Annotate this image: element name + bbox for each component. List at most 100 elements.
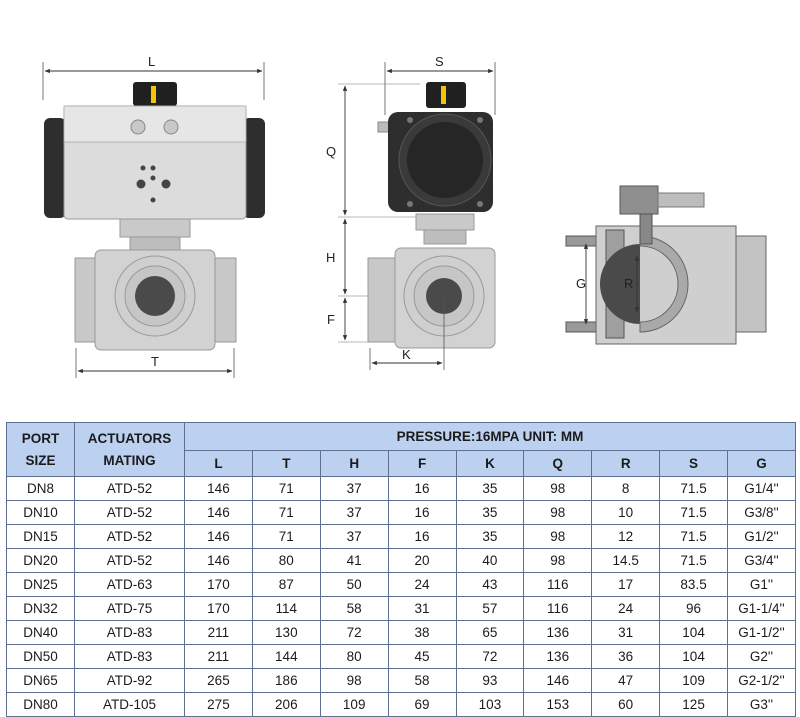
table-cell: 98 (523, 476, 593, 501)
spec-table: PORT SIZE ACTUATORS MATING PRESSURE:16MP… (6, 422, 796, 717)
table-cell: 104 (659, 644, 728, 669)
table-cell: G1-1/4'' (727, 596, 796, 621)
actuator-cell: ATD-52 (74, 500, 185, 525)
table-cell: 146 (184, 548, 253, 573)
actuator-cell: ATD-105 (74, 692, 185, 717)
port-size-cell: DN32 (6, 596, 75, 621)
table-cell: 103 (455, 692, 525, 717)
table-cell: 93 (455, 668, 525, 693)
table-cell: 80 (251, 548, 321, 573)
table-cell: G1'' (727, 572, 796, 597)
table-cell: 69 (387, 692, 457, 717)
table-cell: 116 (523, 596, 593, 621)
table-cell: 80 (319, 644, 389, 669)
table-cell: 17 (591, 572, 661, 597)
port-size-cell: DN8 (6, 476, 75, 501)
table-cell: 37 (319, 476, 389, 501)
column-header-r: R (591, 450, 661, 477)
table-cell: 146 (184, 524, 253, 549)
table-cell: 71.5 (659, 476, 728, 501)
table-cell: 109 (319, 692, 389, 717)
table-cell: 114 (251, 596, 321, 621)
table-cell: 116 (523, 572, 593, 597)
table-cell: 98 (523, 524, 593, 549)
actuator-cell: ATD-52 (74, 548, 185, 573)
table-cell: 41 (319, 548, 389, 573)
table-cell: 65 (455, 620, 525, 645)
table-cell: 37 (319, 500, 389, 525)
table-cell: 57 (455, 596, 525, 621)
column-header-q: Q (523, 450, 593, 477)
table-cell: 211 (184, 644, 253, 669)
table-cell: G1/2'' (727, 524, 796, 549)
actuator-cell: ATD-83 (74, 620, 185, 645)
table-cell: 12 (591, 524, 661, 549)
port-size-cell: DN80 (6, 692, 75, 717)
table-cell: G2'' (727, 644, 796, 669)
actuator-cell: ATD-75 (74, 596, 185, 621)
dim-label-g: G (576, 276, 586, 291)
table-cell: G2-1/2'' (727, 668, 796, 693)
actuator-cell: ATD-52 (74, 476, 185, 501)
table-cell: G1/4'' (727, 476, 796, 501)
table-cell: 20 (387, 548, 457, 573)
actuator-cell: ATD-92 (74, 668, 185, 693)
table-cell: 71.5 (659, 524, 728, 549)
table-cell: 47 (591, 668, 661, 693)
table-cell: 8 (591, 476, 661, 501)
table-cell: 136 (523, 620, 593, 645)
actuators-header: ACTUATORS MATING (74, 422, 185, 477)
front-view: L T (42, 54, 265, 378)
dim-label-f: F (327, 312, 335, 327)
table-cell: 146 (184, 500, 253, 525)
table-cell: 71.5 (659, 548, 728, 573)
dim-label-r: R (624, 276, 633, 291)
table-cell: 58 (387, 668, 457, 693)
table-cell: 16 (387, 476, 457, 501)
table-cell: 72 (455, 644, 525, 669)
table-cell: 98 (319, 668, 389, 693)
port-size-cell: DN20 (6, 548, 75, 573)
port-size-cell: DN50 (6, 644, 75, 669)
table-cell: 206 (251, 692, 321, 717)
table-cell: 125 (659, 692, 728, 717)
port-size-cell: DN25 (6, 572, 75, 597)
table-cell: 170 (184, 596, 253, 621)
port-size-cell: DN40 (6, 620, 75, 645)
side-view: S Q H F K (326, 54, 496, 370)
table-cell: 98 (523, 548, 593, 573)
port-size-header: PORT SIZE (6, 422, 75, 477)
dim-label-h: H (326, 250, 335, 265)
table-cell: G3'' (727, 692, 796, 717)
table-cell: G3/4'' (727, 548, 796, 573)
table-cell: 104 (659, 620, 728, 645)
table-cell: 16 (387, 500, 457, 525)
valve-dimension-drawing: L T S (42, 54, 767, 378)
table-cell: 153 (523, 692, 593, 717)
table-cell: 96 (659, 596, 728, 621)
table-cell: 186 (251, 668, 321, 693)
table-cell: 50 (319, 572, 389, 597)
table-cell: 35 (455, 524, 525, 549)
table-cell: 35 (455, 500, 525, 525)
actuator-cell: ATD-63 (74, 572, 185, 597)
table-cell: 72 (319, 620, 389, 645)
table-cell: 83.5 (659, 572, 728, 597)
table-cell: 146 (523, 668, 593, 693)
table-cell: 71 (251, 476, 321, 501)
column-header-h: H (319, 450, 389, 477)
table-cell: 16 (387, 524, 457, 549)
table-cell: 265 (184, 668, 253, 693)
dim-label-l: L (148, 54, 155, 69)
table-cell: 45 (387, 644, 457, 669)
table-cell: 14.5 (591, 548, 661, 573)
table-cell: 35 (455, 476, 525, 501)
table-cell: 36 (591, 644, 661, 669)
